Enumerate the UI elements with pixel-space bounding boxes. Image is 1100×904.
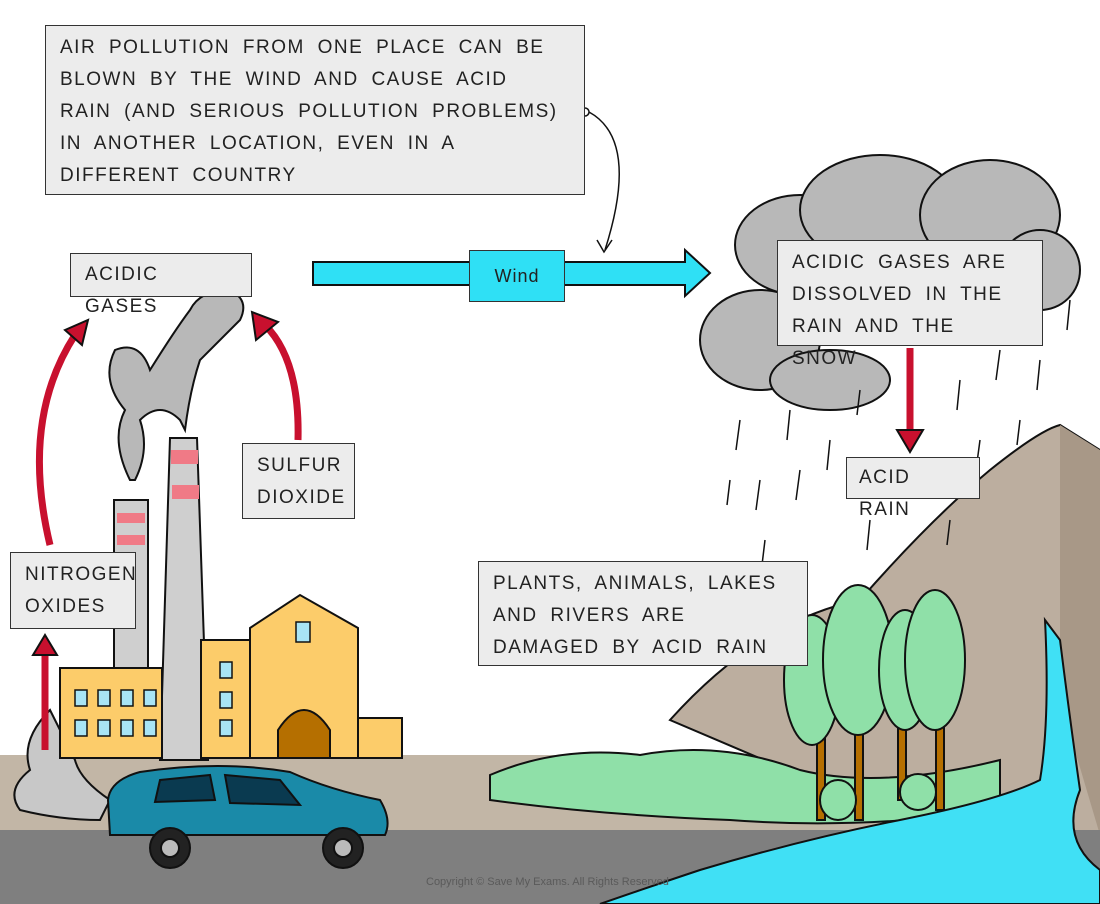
damage-label: Plants, animals, lakes and rivers are da… (478, 561, 808, 666)
note-label: Air pollution from one place can be blow… (45, 25, 585, 195)
tall-chimney (158, 437, 210, 761)
wind-label: Wind (469, 250, 565, 302)
acidic-gases-label: Acidic gases (70, 253, 252, 317)
pointer-line (588, 111, 620, 251)
river (599, 616, 1100, 904)
acid-rain-label: Acid rain (846, 457, 980, 520)
dissolved-label: Acidic gases are dissolved in the rain a… (777, 240, 1043, 369)
factory-main (249, 593, 359, 759)
copyright: Copyright © Save My Exams. All Rights Re… (426, 876, 669, 888)
grass (489, 749, 1001, 825)
factory-left (59, 667, 163, 759)
rain-lines (726, 299, 1071, 566)
sulfur-dioxide-label: Sulfur dioxide (242, 443, 355, 519)
nitrogen-oxides-label: Nitrogen oxides (10, 552, 136, 629)
car (106, 765, 389, 869)
red-arrows (35, 322, 914, 750)
